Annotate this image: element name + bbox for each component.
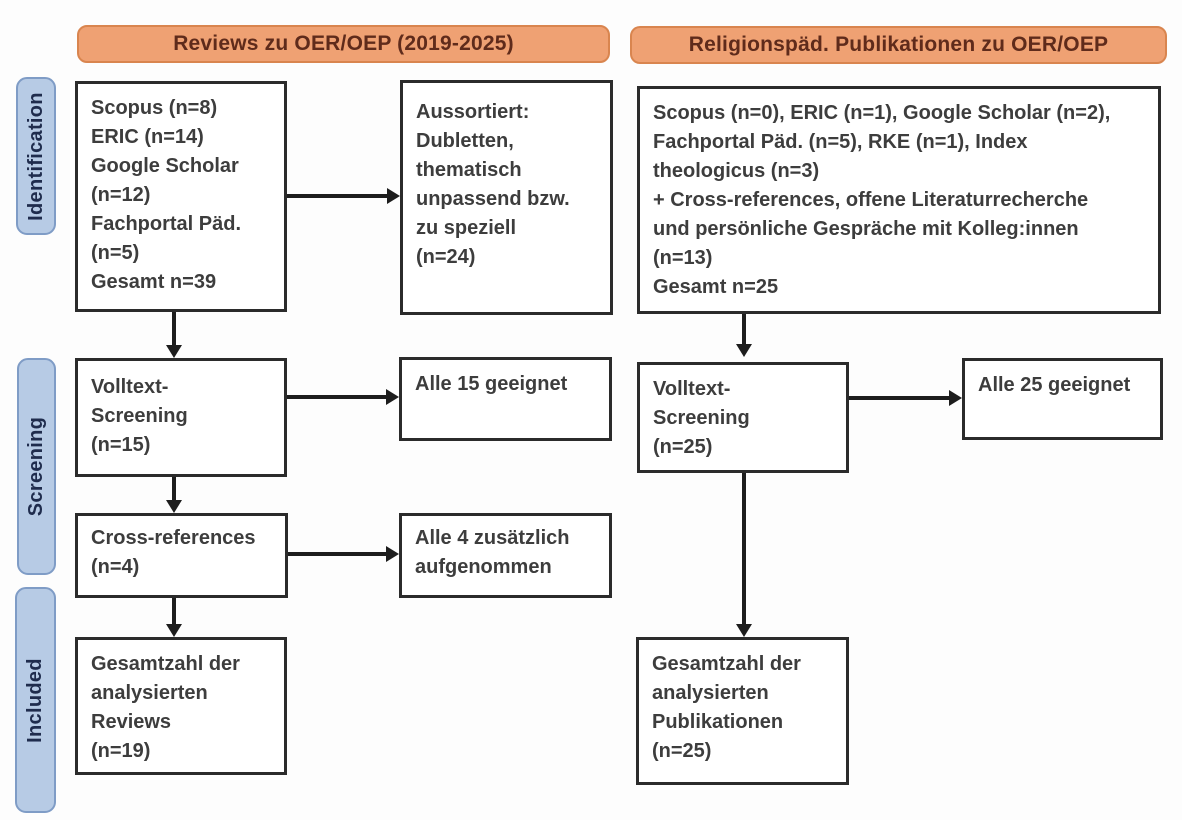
box-line: (n=19) bbox=[91, 740, 151, 762]
box-line: Dubletten, bbox=[416, 130, 514, 152]
box-line: ERIC (n=14) bbox=[91, 126, 204, 148]
box-right-eligible: Alle 25 geeignet bbox=[962, 358, 1163, 440]
box-line: Aussortiert: bbox=[416, 101, 530, 123]
box-line: Gesamt n=25 bbox=[653, 276, 779, 298]
stage-tab-identification-label: Identification bbox=[24, 91, 47, 221]
box-left-fulltext-screening: Volltext- Screening (n=15) bbox=[75, 358, 287, 477]
stage-tab-included-label: Included bbox=[24, 657, 47, 743]
arrow-left-fulltext-to-crossref bbox=[166, 477, 182, 513]
box-right-sources: Scopus (n=0), ERIC (n=1), Google Scholar… bbox=[637, 86, 1161, 314]
box-line: thematisch bbox=[416, 159, 522, 181]
box-line: Alle 4 zusätzlich bbox=[415, 527, 570, 549]
arrow-left-crossref-to-total bbox=[166, 598, 182, 637]
box-line: (n=5) bbox=[91, 242, 140, 264]
box-right-total: Gesamtzahl der analysierten Publikatione… bbox=[636, 637, 849, 785]
arrow-left-sources-to-excluded bbox=[287, 188, 400, 204]
arrow-left-sources-to-fulltext bbox=[166, 312, 182, 358]
box-line: Alle 15 geeignet bbox=[415, 373, 568, 395]
box-line: Scopus (n=8) bbox=[91, 97, 218, 119]
box-line: analysierten bbox=[652, 682, 769, 704]
box-left-eligible: Alle 15 geeignet bbox=[399, 357, 612, 441]
arrow-right-sources-to-fulltext bbox=[736, 314, 752, 357]
box-line: Gesamtzahl der bbox=[652, 653, 801, 675]
box-line: Screening bbox=[653, 407, 750, 429]
box-line: (n=4) bbox=[91, 556, 140, 578]
box-line: (n=24) bbox=[416, 246, 476, 268]
box-right-fulltext-screening: Volltext- Screening (n=25) bbox=[637, 362, 849, 473]
box-left-sources: Scopus (n=8) ERIC (n=14) Google Scholar … bbox=[75, 81, 287, 312]
stage-tab-screening: Screening bbox=[17, 358, 56, 575]
box-line: Reviews bbox=[91, 711, 172, 733]
arrow-left-fulltext-to-eligible bbox=[287, 389, 399, 405]
stage-tab-screening-label: Screening bbox=[25, 416, 47, 517]
stage-tab-included: Included bbox=[15, 587, 56, 813]
box-line: Cross-references bbox=[91, 527, 256, 549]
box-line: Volltext- bbox=[653, 378, 731, 400]
box-line: (n=12) bbox=[91, 184, 151, 206]
arrow-right-fulltext-to-eligible bbox=[849, 390, 962, 406]
column-header-religionspaed: Religionspäd. Publikationen zu OER/OEP bbox=[630, 26, 1167, 64]
box-line: Volltext- bbox=[91, 376, 169, 398]
box-line: Fachportal Päd. bbox=[91, 213, 242, 235]
column-header-religionspaed-label: Religionspäd. Publikationen zu OER/OEP bbox=[688, 33, 1109, 56]
box-line: theologicus (n=3) bbox=[653, 160, 820, 182]
box-line: + Cross-references, offene Literaturrech… bbox=[653, 189, 1089, 211]
stage-tab-identification: Identification bbox=[16, 77, 56, 235]
box-line: aufgenommen bbox=[415, 556, 552, 578]
box-line: (n=13) bbox=[653, 247, 713, 269]
column-header-reviews: Reviews zu OER/OEP (2019-2025) bbox=[77, 25, 610, 63]
box-left-added: Alle 4 zusätzlich aufgenommen bbox=[399, 513, 612, 598]
box-line: (n=25) bbox=[653, 436, 713, 458]
box-line: Screening bbox=[91, 405, 188, 427]
column-header-reviews-label: Reviews zu OER/OEP (2019-2025) bbox=[173, 32, 514, 55]
arrow-right-fulltext-to-total bbox=[736, 473, 752, 637]
box-line: (n=25) bbox=[652, 740, 712, 762]
box-line: (n=15) bbox=[91, 434, 151, 456]
box-line: Publikationen bbox=[652, 711, 784, 733]
box-line: zu speziell bbox=[416, 217, 517, 239]
box-line: und persönliche Gespräche mit Kolleg:inn… bbox=[653, 218, 1079, 240]
box-left-excluded: Aussortiert: Dubletten, thematisch unpas… bbox=[400, 80, 613, 315]
box-line: Google Scholar bbox=[91, 155, 239, 177]
box-line: Gesamtzahl der bbox=[91, 653, 240, 675]
box-line: Gesamt n=39 bbox=[91, 271, 217, 293]
box-line: analysierten bbox=[91, 682, 208, 704]
box-line: Scopus (n=0), ERIC (n=1), Google Scholar… bbox=[653, 102, 1111, 124]
arrow-left-crossref-to-added bbox=[288, 546, 399, 562]
box-left-crossreferences: Cross-references (n=4) bbox=[75, 513, 288, 598]
box-line: Alle 25 geeignet bbox=[978, 374, 1131, 396]
box-left-total: Gesamtzahl der analysierten Reviews (n=1… bbox=[75, 637, 287, 775]
box-line: Fachportal Päd. (n=5), RKE (n=1), Index bbox=[653, 131, 1028, 153]
box-line: unpassend bzw. bbox=[416, 188, 570, 210]
